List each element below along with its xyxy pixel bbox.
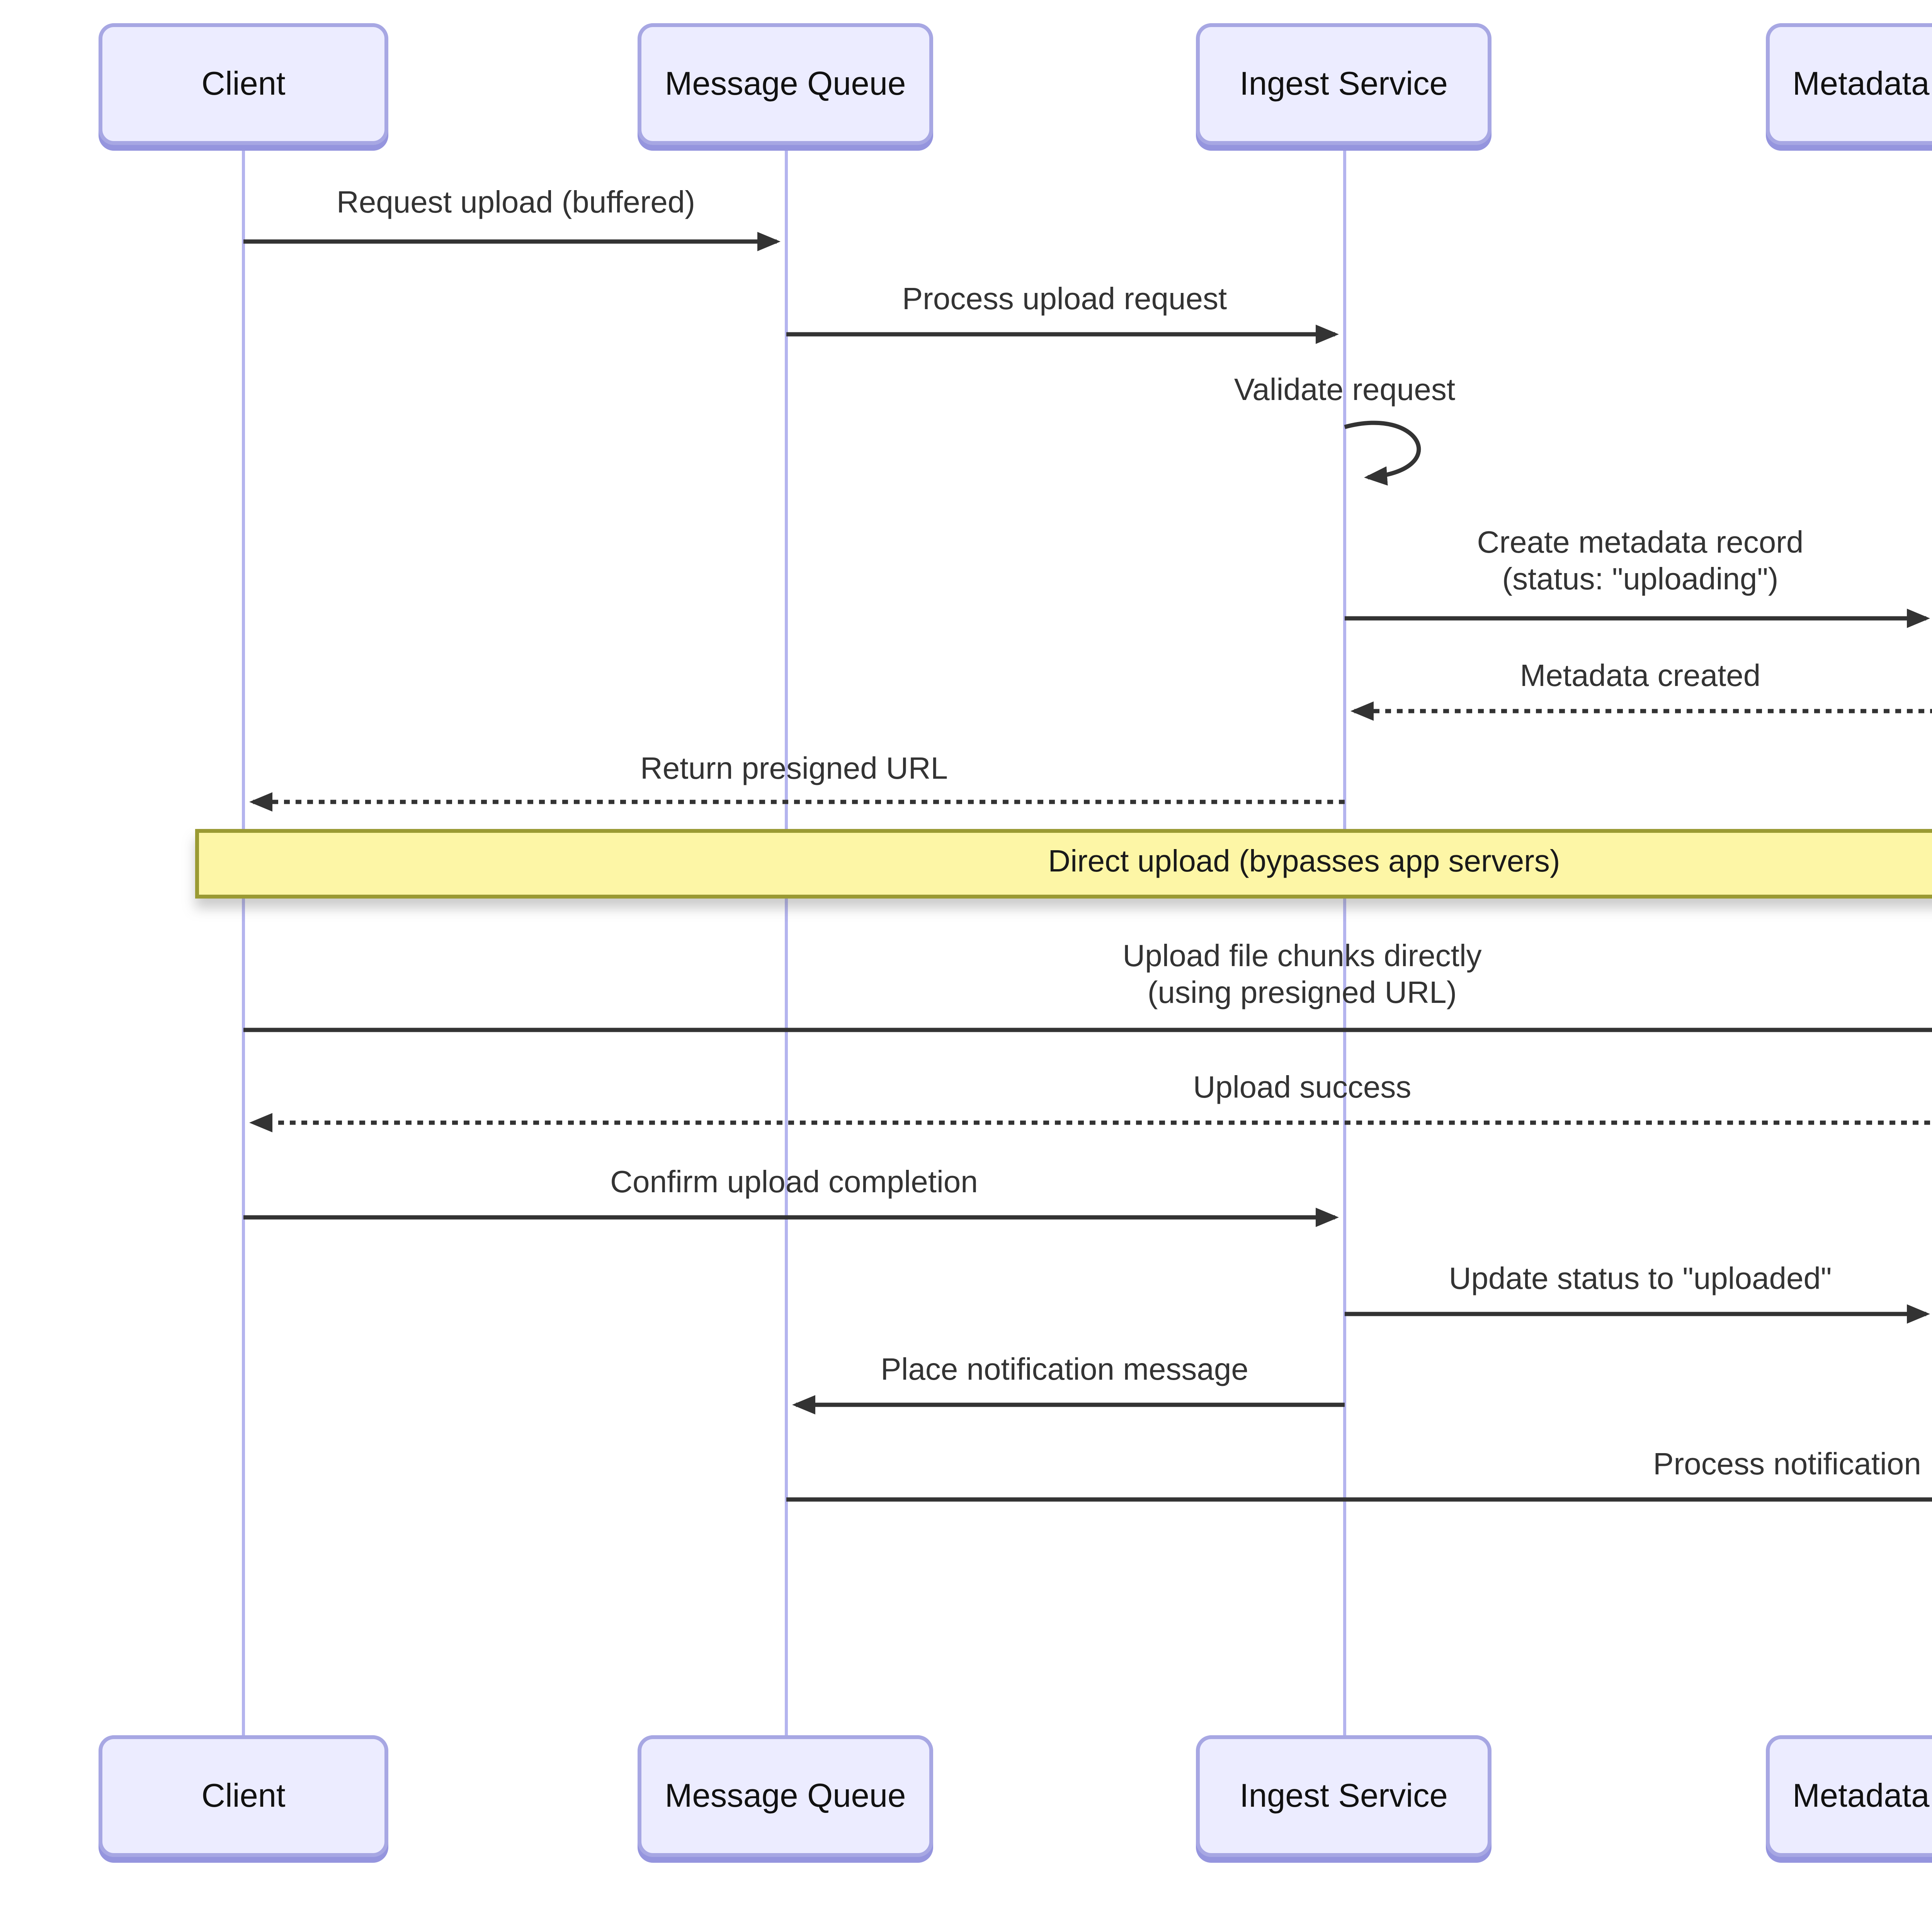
message-label-upload-file-chunks: Upload file chunks directly (using presi…: [1122, 941, 1482, 1011]
message-label-place-notification-message: Place notification message: [881, 1355, 1248, 1387]
actor-box-message-queue-bottom: Message Queue: [638, 1735, 933, 1857]
message-label-process-upload-request: Process upload request: [902, 284, 1227, 317]
note-direct-upload: Direct upload (bypasses app servers): [195, 829, 1932, 899]
actor-box-metadata-database-bottom: Metadata Database: [1766, 1735, 1932, 1857]
message-label-process-notification: Process notification: [1653, 1449, 1921, 1482]
message-label-upload-success: Upload success: [1193, 1072, 1412, 1105]
message-label-validate-request: Validate request: [1234, 375, 1456, 408]
message-label-request-upload: Request upload (buffered): [336, 187, 696, 220]
actor-box-metadata-database-top: Metadata Database: [1766, 23, 1932, 145]
message-label-return-presigned-url: Return presigned URL: [640, 754, 948, 786]
actor-box-client-top: Client: [99, 23, 388, 145]
actor-box-message-queue-top: Message Queue: [638, 23, 933, 145]
message-label-metadata-created: Metadata created: [1520, 661, 1761, 694]
message-label-create-metadata-record: Create metadata record (status: "uploadi…: [1477, 528, 1804, 597]
actor-box-client-bottom: Client: [99, 1735, 388, 1857]
actor-box-ingest-service-top: Ingest Service: [1196, 23, 1492, 145]
message-label-update-status-uploaded: Update status to "uploaded": [1449, 1264, 1832, 1297]
actor-box-ingest-service-bottom: Ingest Service: [1196, 1735, 1492, 1857]
self-loop-validate-request: [1344, 420, 1421, 486]
message-label-confirm-upload-completion: Confirm upload completion: [610, 1167, 978, 1200]
